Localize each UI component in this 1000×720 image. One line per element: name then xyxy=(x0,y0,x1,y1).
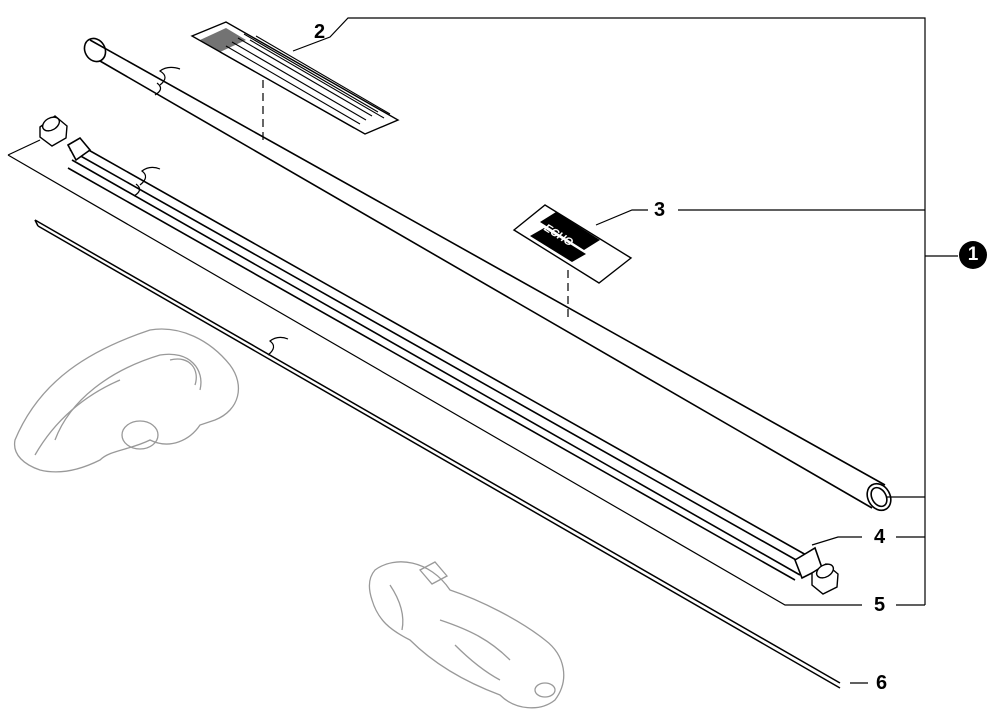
warning-label-decal xyxy=(190,21,400,135)
outer-tube xyxy=(83,37,892,512)
flex-drive-shaft xyxy=(34,219,841,689)
callout-6: 6 xyxy=(876,672,888,694)
callout-3: 3 xyxy=(654,199,666,221)
bushing-left xyxy=(39,115,68,147)
echo-decal xyxy=(512,204,633,284)
callout-1-assembly-badge: 1 xyxy=(959,241,987,269)
callout-5: 5 xyxy=(874,594,886,616)
callout-leaders xyxy=(7,17,958,684)
callout-4: 4 xyxy=(874,526,886,548)
callout-2: 2 xyxy=(314,21,326,43)
loop-handle-ghost xyxy=(13,328,239,473)
throttle-grip-ghost xyxy=(368,561,565,709)
bushing-right xyxy=(811,563,839,595)
